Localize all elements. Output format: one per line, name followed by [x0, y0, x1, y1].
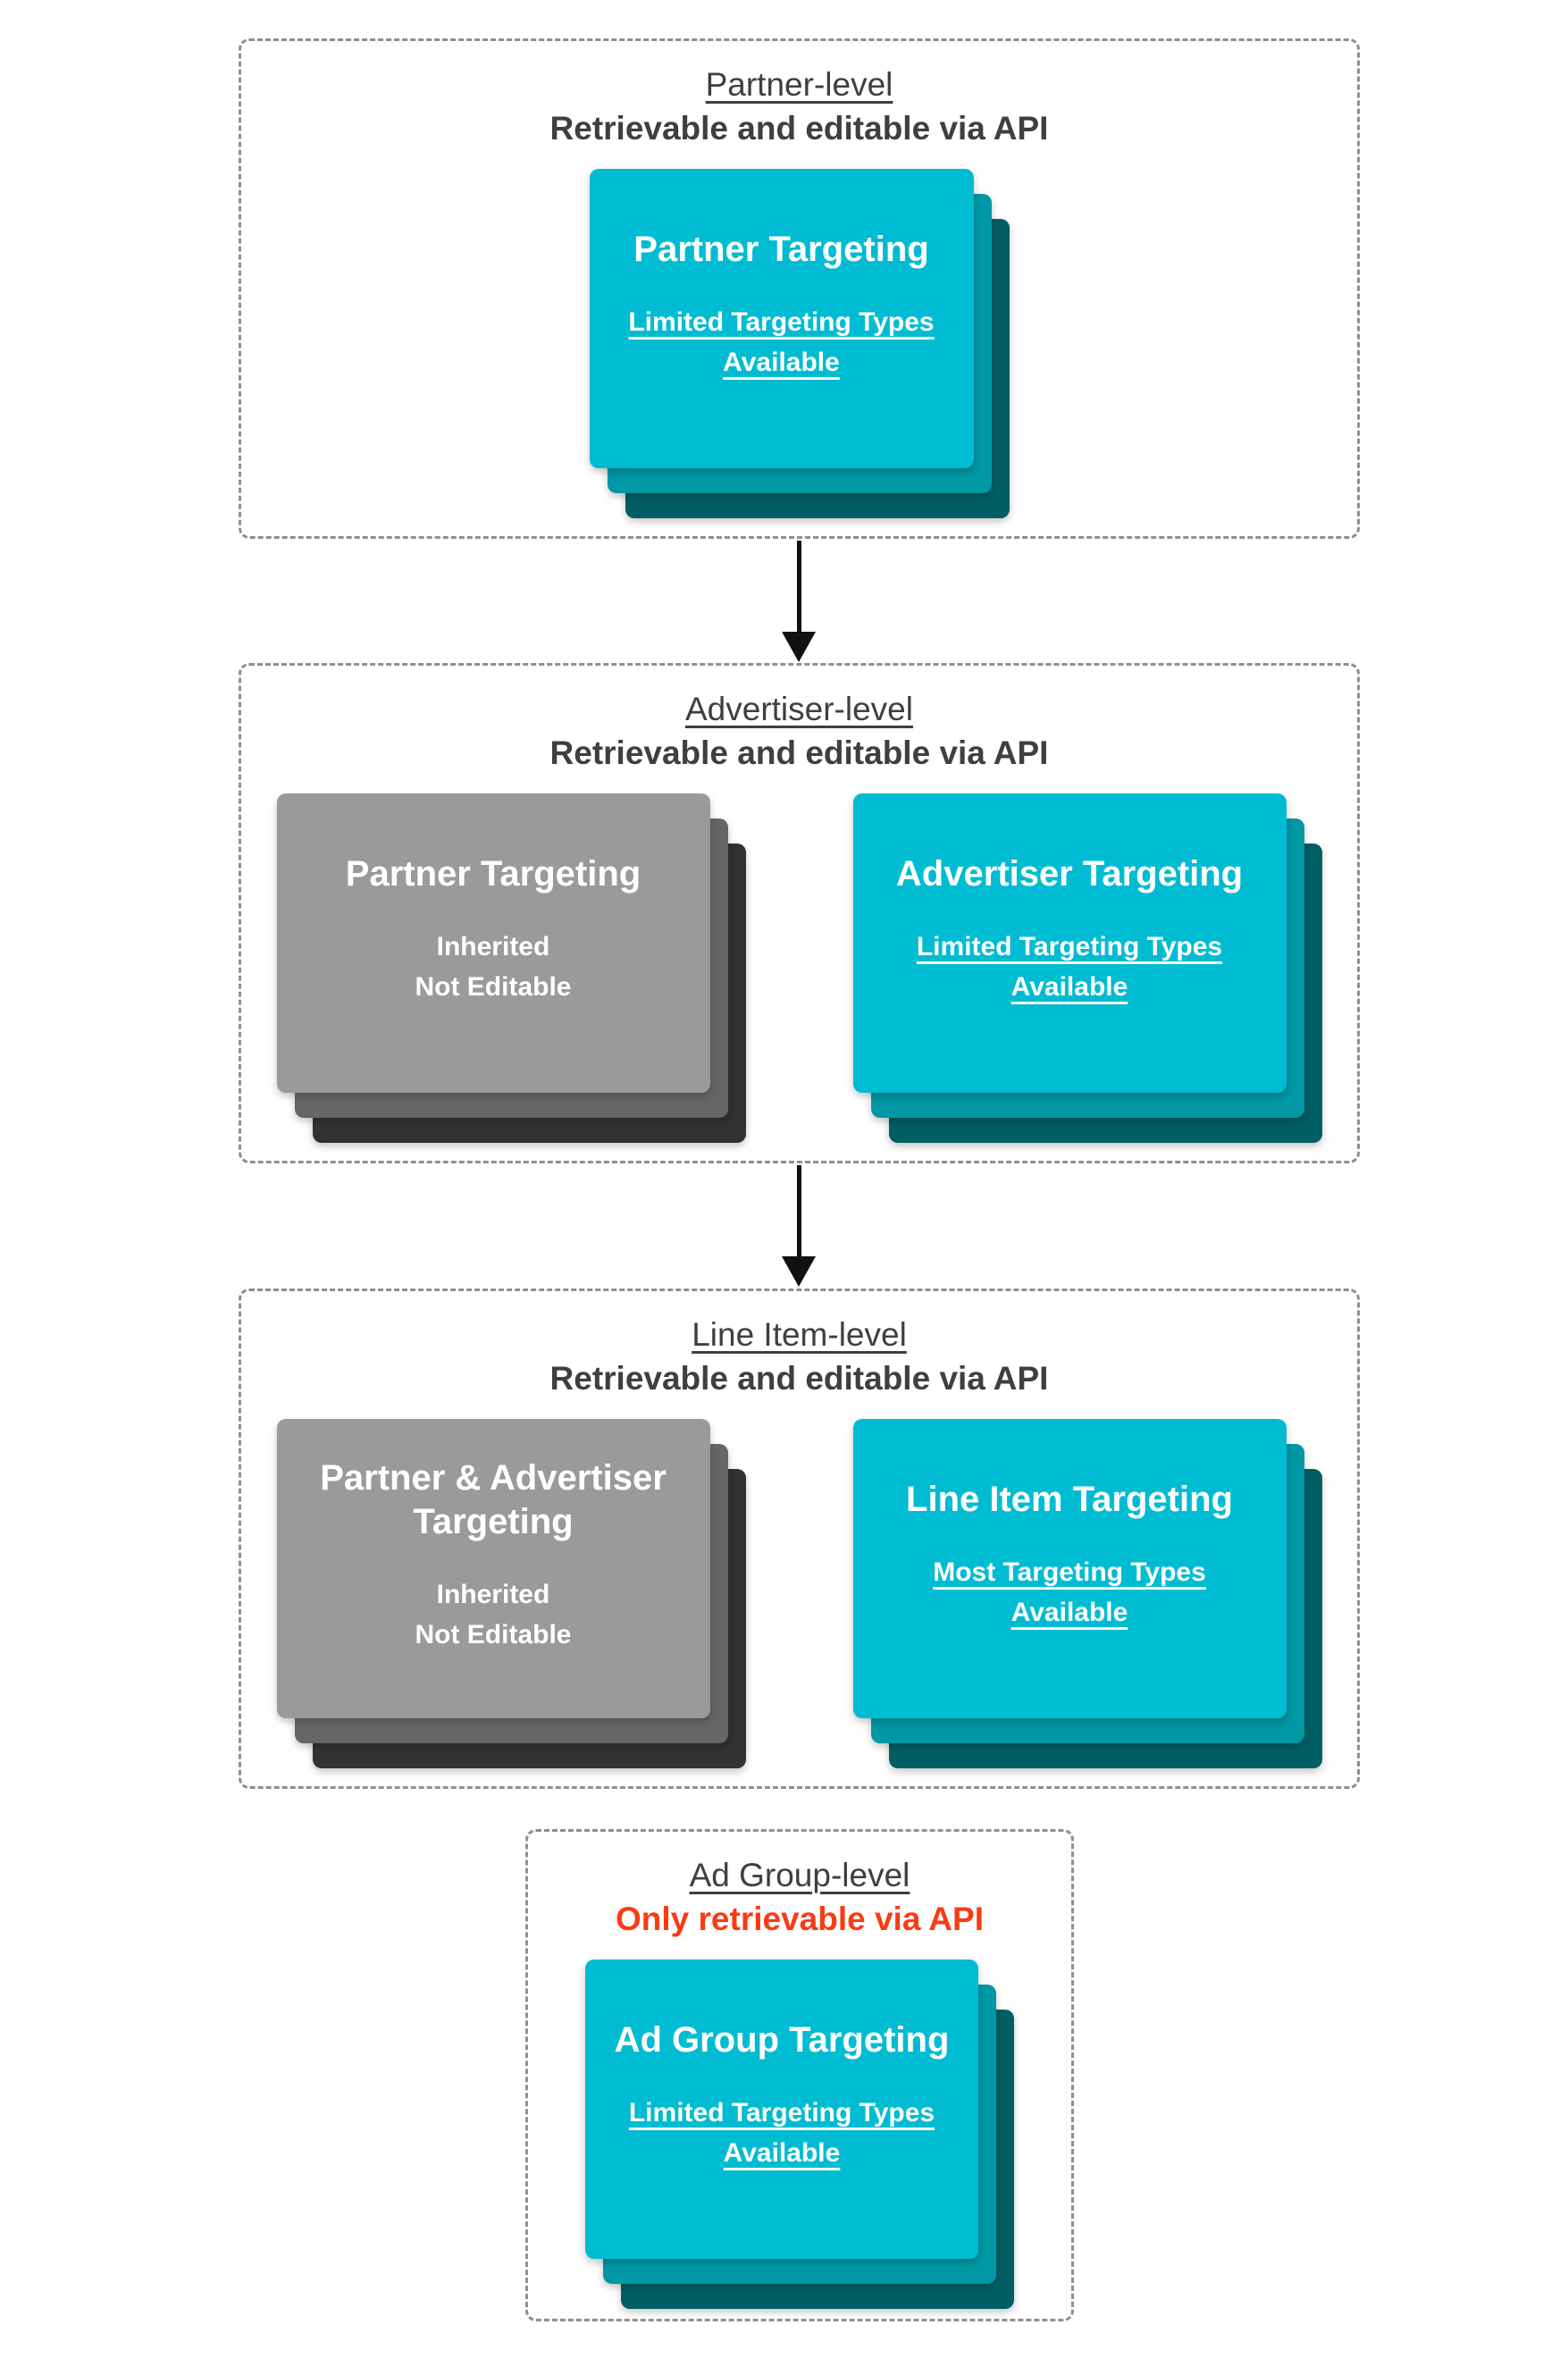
- partner-targeting-card: Partner Targeting Limited Targeting Type…: [589, 169, 974, 468]
- cards-row: Partner Targeting Limited Targeting Type…: [241, 169, 1357, 518]
- arrow-line: [796, 541, 801, 633]
- advertiser-targeting-card: Advertiser Targeting Limited Targeting T…: [852, 793, 1287, 1093]
- card-title: Ad Group Targeting: [614, 2020, 950, 2060]
- cards-row: Partner & Advertiser Targeting Inherited…: [241, 1419, 1357, 1768]
- card-subtitle: Limited Targeting Types Available: [628, 2098, 935, 2168]
- section-advertiser-level: Advertiser-level Retrievable and editabl…: [239, 663, 1360, 1163]
- line-item-targeting-card-stack: Line Item Targeting Most Targeting Types…: [852, 1419, 1322, 1768]
- section-level-title: Partner-level: [705, 66, 893, 103]
- section-level-title: Line Item-level: [692, 1316, 907, 1353]
- section-level-title: Ad Group-level: [689, 1857, 910, 1893]
- section-level-title: Advertiser-level: [685, 691, 913, 727]
- flow-arrow-down-2: [779, 1165, 818, 1287]
- arrow-head-icon: [782, 632, 816, 662]
- advertiser-targeting-card-stack: Advertiser Targeting Limited Targeting T…: [852, 793, 1322, 1143]
- arrow-line: [796, 1165, 801, 1257]
- cards-row: Ad Group Targeting Limited Targeting Typ…: [528, 1960, 1071, 2309]
- cards-row: Partner Targeting Inherited Not Editable…: [241, 793, 1357, 1143]
- card-title: Partner Targeting: [345, 854, 641, 894]
- card-subtitle: Inherited Not Editable: [415, 932, 572, 1002]
- card-title: Advertiser Targeting: [895, 854, 1244, 894]
- section-api-note: Retrievable and editable via API: [549, 1360, 1049, 1397]
- inherited-partner-advertiser-targeting-card: Partner & Advertiser Targeting Inherited…: [276, 1419, 710, 1718]
- line-item-targeting-card: Line Item Targeting Most Targeting Types…: [852, 1419, 1287, 1718]
- section-api-note: Retrievable and editable via API: [549, 110, 1049, 147]
- inherited-partner-targeting-card: Partner Targeting Inherited Not Editable: [276, 793, 710, 1093]
- section-api-note: Only retrievable via API: [616, 1901, 984, 1937]
- arrow-head-icon: [782, 1256, 816, 1287]
- partner-targeting-card-stack: Partner Targeting Limited Targeting Type…: [589, 169, 1010, 518]
- card-subtitle: Limited Targeting Types Available: [916, 932, 1223, 1002]
- inherited-partner-targeting-card-stack: Partner Targeting Inherited Not Editable: [276, 793, 746, 1143]
- card-title: Partner Targeting: [633, 230, 929, 269]
- card-subtitle: Most Targeting Types Available: [933, 1557, 1206, 1627]
- section-api-note: Retrievable and editable via API: [549, 734, 1049, 771]
- ad-group-targeting-card-stack: Ad Group Targeting Limited Targeting Typ…: [585, 1960, 1014, 2309]
- flow-arrow-down-1: [779, 541, 818, 662]
- section-partner-level: Partner-level Retrievable and editable v…: [239, 38, 1360, 539]
- card-subtitle: Inherited Not Editable: [415, 1579, 572, 1649]
- ad-group-targeting-card: Ad Group Targeting Limited Targeting Typ…: [585, 1960, 978, 2259]
- card-title: Partner & Advertiser Targeting: [320, 1457, 667, 1541]
- section-ad-group-level: Ad Group-level Only retrievable via API …: [525, 1829, 1074, 2321]
- card-title: Line Item Targeting: [906, 1480, 1233, 1519]
- card-subtitle: Limited Targeting Types Available: [628, 307, 935, 377]
- section-line-item-level: Line Item-level Retrievable and editable…: [239, 1288, 1360, 1789]
- inherited-partner-advertiser-targeting-card-stack: Partner & Advertiser Targeting Inherited…: [276, 1419, 746, 1768]
